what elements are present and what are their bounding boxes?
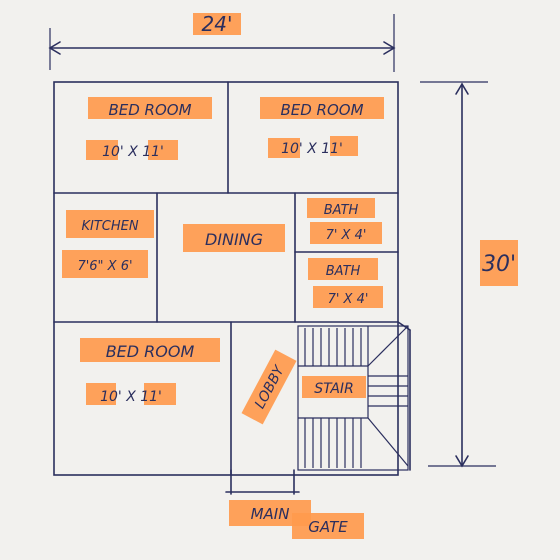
main-gate-line2-highlight xyxy=(292,513,364,539)
height-dimension-highlight xyxy=(480,240,518,286)
width-dimension-highlight xyxy=(193,13,241,35)
bedroom-bottom-size-a-highlight xyxy=(86,383,116,405)
width-dimension-label: 24' xyxy=(202,12,233,36)
kitchen-name-highlight xyxy=(66,210,154,238)
height-dimension-label: 30' xyxy=(482,252,516,277)
height-dimension-line xyxy=(420,81,496,468)
bath-upper-size-highlight xyxy=(310,222,382,244)
kitchen-size: 7'6" X 6' xyxy=(77,259,132,274)
bath-lower-name-highlight xyxy=(308,258,378,280)
staircase xyxy=(297,325,409,471)
bath-upper-size: 7' X 4' xyxy=(326,228,367,243)
kitchen-name: KITCHEN xyxy=(81,219,138,234)
bedroom-top-right-size-a-highlight xyxy=(268,138,300,158)
stair-landing xyxy=(367,325,409,467)
bedroom-top-right-size: 10' X 11' xyxy=(281,141,343,157)
outer-wall xyxy=(53,81,399,476)
bedroom-top-left-size: 10' X 11' xyxy=(102,144,164,160)
dining-name: DINING xyxy=(205,230,263,249)
bedroom-bottom-name: BED ROOM xyxy=(106,342,195,361)
stair-name: STAIR xyxy=(314,381,354,397)
bath-lower-size-highlight xyxy=(313,286,383,308)
bedroom-top-right-name-highlight xyxy=(260,97,384,119)
bedroom-top-right-name: BED ROOM xyxy=(280,101,363,119)
lobby-name-highlight xyxy=(241,349,297,425)
bedroom-top-left-size-b-highlight xyxy=(148,140,178,160)
kitchen-size-highlight xyxy=(62,250,148,278)
bath-upper-name: BATH xyxy=(324,203,359,218)
bedroom-bottom-size: 10' X 11' xyxy=(100,389,162,405)
bedroom-top-right-size-b-highlight xyxy=(330,136,358,156)
bath-lower-name: BATH xyxy=(326,264,361,279)
bath-lower-size: 7' X 4' xyxy=(328,292,369,307)
stair-treads-upper xyxy=(298,328,368,367)
width-dimension-line xyxy=(48,14,396,72)
main-gate-line2: GATE xyxy=(308,518,348,536)
stair-treads-lower xyxy=(298,417,368,468)
bedroom-top-left-size-a-highlight xyxy=(86,140,118,160)
stair-name-highlight xyxy=(302,376,366,398)
bedroom-bottom-name-highlight xyxy=(80,338,220,362)
bath-upper-name-highlight xyxy=(307,198,375,218)
stair-outline xyxy=(297,325,409,471)
bedroom-top-left-name: BED ROOM xyxy=(108,101,191,119)
label-highlights xyxy=(62,13,518,539)
main-gate-line1: MAIN xyxy=(251,505,290,523)
bedroom-top-left-name-highlight xyxy=(88,97,212,119)
dining-name-highlight xyxy=(183,224,285,252)
bedroom-bottom-size-b-highlight xyxy=(144,383,176,405)
walls xyxy=(53,81,411,476)
main-gate-opening xyxy=(225,469,300,495)
